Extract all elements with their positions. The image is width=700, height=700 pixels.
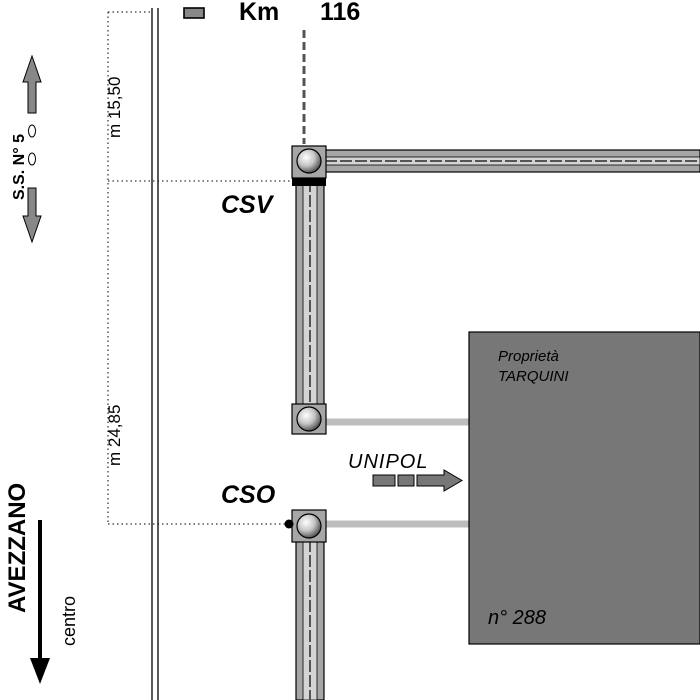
node-cso-label: CSO (221, 481, 276, 509)
node-csv (291, 145, 327, 179)
pipe-horizontal-top (324, 149, 700, 173)
property-number: n° 288 (488, 607, 547, 629)
km-marker-icon (183, 7, 205, 19)
property-block (468, 331, 700, 645)
direction-city: AVEZZANO (4, 482, 31, 613)
node-csv-label: CSV (221, 191, 273, 219)
direction-sub: centro (59, 595, 79, 646)
road-lines (151, 8, 159, 700)
avezzano-arrow-icon (30, 520, 50, 684)
property-owner-line1: Proprietà (498, 348, 559, 365)
pipe-vertical-upper (295, 179, 325, 407)
km-value: 116 (320, 0, 361, 26)
property-owner-line2: TARQUINI (498, 368, 569, 385)
km-label: Km (239, 0, 280, 26)
csv-valve-band (292, 177, 326, 186)
cso-dot-icon (284, 519, 294, 529)
pipe-vertical-lower (295, 539, 325, 700)
unipol-label: UNIPOL (348, 451, 429, 473)
distance-lower: m 24,85 (105, 404, 124, 466)
node-cso (284, 509, 327, 543)
node-middle (291, 403, 327, 435)
dimension-lines (107, 11, 300, 525)
unipol-arrow-icon (372, 469, 463, 492)
road-direction-arrow-icon (22, 54, 42, 244)
road-name: S.S. N° 5 (11, 134, 28, 200)
distance-upper: m 15,50 (105, 76, 124, 138)
